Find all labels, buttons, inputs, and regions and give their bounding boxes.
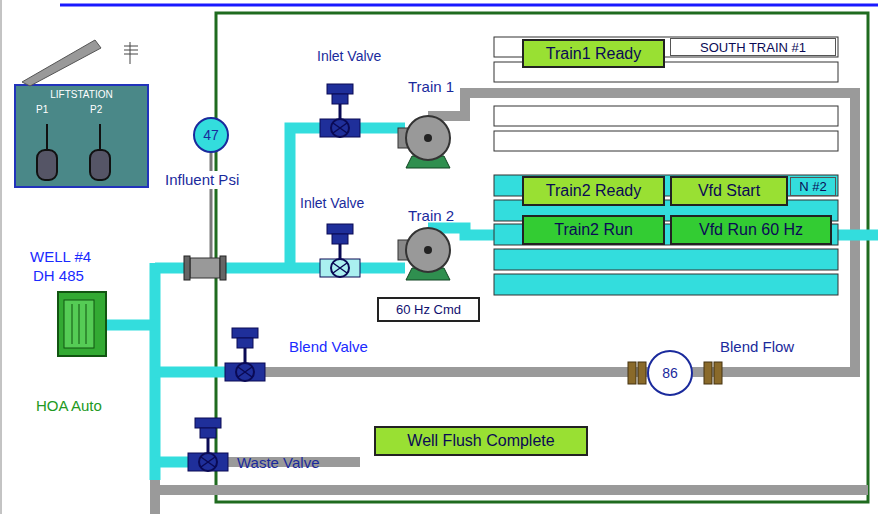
pressure-gauge: Influent Psi 47 <box>160 115 268 193</box>
run-status-box: Train2 Run <box>522 215 665 245</box>
pump-symbol <box>398 116 450 168</box>
box-text: SOUTH TRAIN #1 <box>700 40 806 55</box>
panel-rows <box>494 37 838 295</box>
box-text: 60 Hz Cmd <box>396 302 461 317</box>
box-text: Vfd Start <box>698 182 760 200</box>
status-box: Well Flush Complete <box>374 426 588 456</box>
panel-title: LIFTSTATION <box>15 89 148 100</box>
header-line <box>60 4 878 7</box>
run-status-box: Vfd Run 60 Hz <box>670 215 832 245</box>
box-text: Train2 Ready <box>546 182 641 200</box>
valve-symbol <box>320 224 360 277</box>
status-box: Train1 Ready <box>522 39 665 68</box>
box-text: N #2 <box>799 179 826 194</box>
valve-label: Waste Valve <box>237 454 320 471</box>
box-text: Train1 Ready <box>546 45 641 63</box>
status-box: Vfd Start <box>670 176 788 206</box>
well-motor <box>58 292 106 356</box>
pump-symbol <box>398 228 450 280</box>
valve-label: Inlet Valve <box>300 195 364 211</box>
train-title: SOUTH TRAIN #1 <box>670 38 836 56</box>
pump-name: P1 <box>36 104 48 115</box>
pump-label: Train 1 <box>408 78 454 95</box>
flow-meter: Blend Flow 86 <box>645 338 800 400</box>
valve-label: Blend Valve <box>289 338 368 355</box>
liftstation-panel: LIFTSTATION P1 P2 <box>15 85 148 187</box>
screen-border <box>1 0 2 514</box>
gauge-label: Blend Flow <box>718 338 796 356</box>
valve-symbol <box>320 84 360 137</box>
valves <box>188 84 360 471</box>
valve-label: Inlet Valve <box>317 48 381 64</box>
liftstation-icon <box>15 40 148 187</box>
cyan-pipes <box>106 128 878 480</box>
valve-symbol <box>188 418 228 471</box>
meter-flanges <box>628 362 722 384</box>
box-text: Vfd Run 60 Hz <box>699 221 803 239</box>
pump-label: Train 2 <box>408 207 454 224</box>
box-text: Train2 Run <box>554 221 633 239</box>
hoa-status: HOA Auto <box>36 397 102 414</box>
status-box: Train2 Ready <box>522 176 665 206</box>
pump-name: P2 <box>90 104 102 115</box>
gauge-value: 47 <box>194 126 228 144</box>
speed-command: 60 Hz Cmd <box>377 297 480 322</box>
valve-symbol <box>225 328 265 381</box>
gray-pipes <box>150 93 868 514</box>
pumps <box>398 116 450 280</box>
gauge-value: 86 <box>648 364 692 382</box>
box-text: Well Flush Complete <box>407 432 554 450</box>
well-address: DH 485 <box>33 267 84 284</box>
plant-frame <box>216 13 868 502</box>
gauge-label: Influent Psi <box>163 171 241 189</box>
train-title: N #2 <box>790 177 836 196</box>
well-name: WELL #4 <box>30 248 91 265</box>
